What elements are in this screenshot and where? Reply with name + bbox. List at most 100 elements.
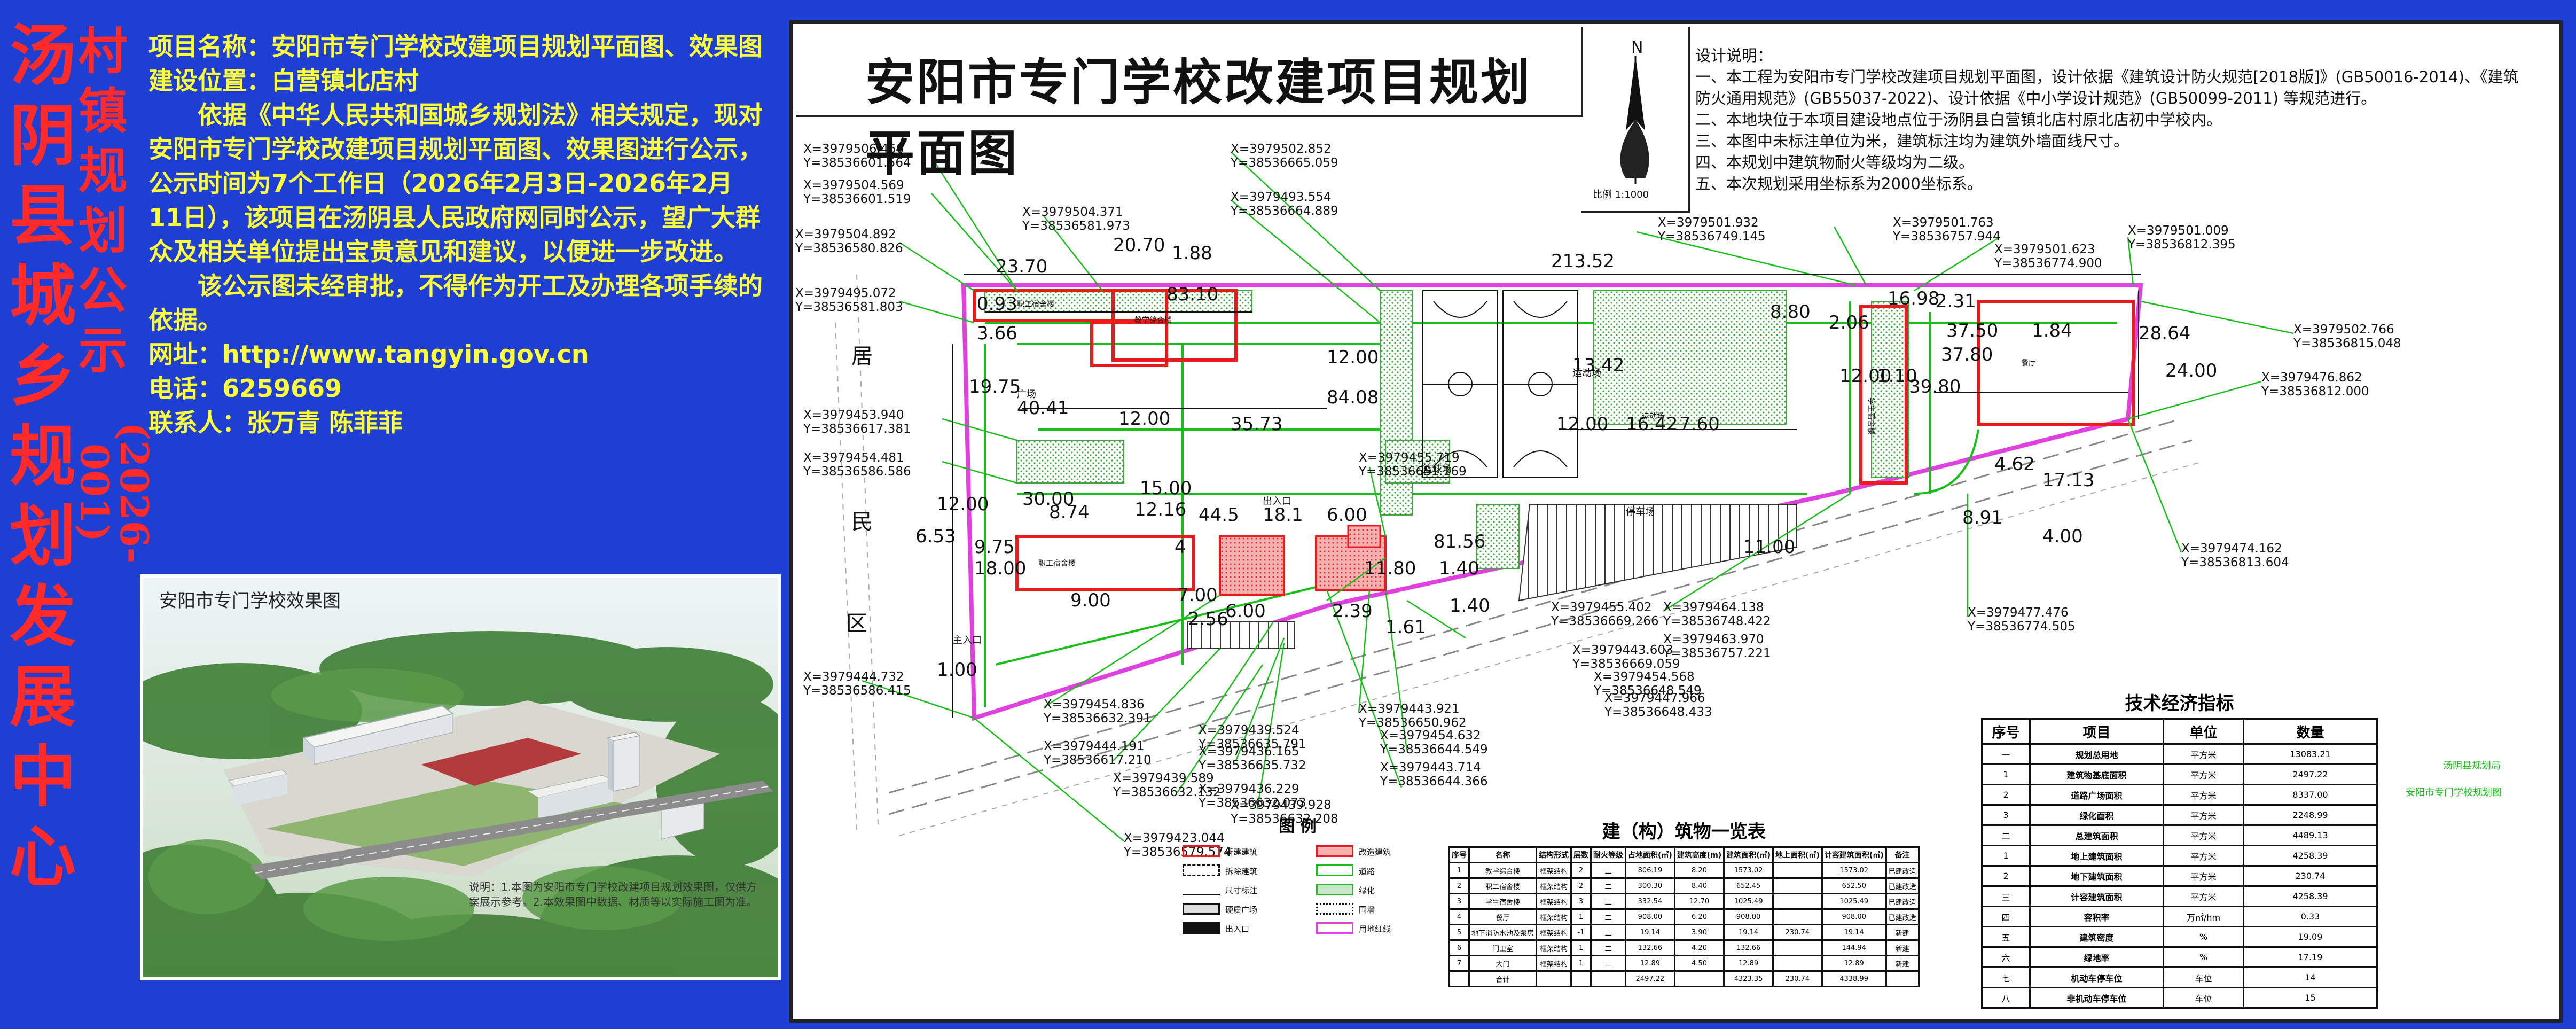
table-cell [1885,970,1920,987]
table-cell: 6 [1448,939,1470,956]
stamp-line-1: 汤阴县规划局 [2443,760,2501,771]
dimension-label: 12.00 [1556,414,1609,435]
table-cell [1448,970,1470,987]
notice-paragraph-2: 该公示图未经审批，不得作为开工及办理各项手续的依据。 [148,271,763,334]
eco-table-header: 数量 [2243,718,2378,745]
svg-text:N: N [1631,38,1643,57]
building-table-title: 建（构）筑物一览表 [1602,821,1766,843]
table-cell: 建筑密度 [2029,926,2164,948]
dimension-label: 13.42 [1572,355,1625,376]
table-cell: 车位 [2163,987,2244,1009]
coordinate-x: X=3979454.836 [1044,698,1145,712]
legend-label: 围墙 [1359,905,1375,915]
vertical-title-char: 乡 [10,338,76,415]
notice-paragraph-1: 依据《中华人民共和国城乡规划法》相关规定，现对安阳市专门学校改建项目规划平面图、… [148,100,763,266]
area-label: 广场 [1017,389,1036,400]
table-cell: -1 [1570,924,1592,941]
table-cell: 1025.49 [1723,893,1774,910]
residential-label: 区 [846,611,867,636]
vertical-title-notice: 村镇规划公示(2026-001) [72,21,157,716]
legend-swatch [1316,903,1353,915]
table-cell: 二 [1981,824,2031,846]
vertical-title-char: 划 [10,498,76,575]
parking-area [1187,504,1797,649]
area-label: 篮球场 [1423,464,1452,475]
coordinate-x: X=3979504.892 [795,228,896,241]
table-cell: 已建改造 [1885,862,1920,879]
effect-description: 说明：1.本图为安阳市专门学校改建项目规划效果图，仅供方案展示参考。2.本效果图… [469,880,757,908]
table-cell: 17.19 [2243,946,2378,968]
phone-number: 电话：6259669 [148,374,342,403]
svg-text:职工宿舍楼: 职工宿舍楼 [1017,300,1054,309]
table-cell: 平方米 [2163,804,2244,826]
table-cell: 框架结构 [1536,939,1572,956]
coordinate-x: X=3979504.371 [1022,205,1123,219]
legend-label: 用地红线 [1359,924,1391,934]
coordinate-x: X=3979443.921 [1359,702,1460,716]
table-cell: 新建 [1885,939,1920,956]
coordinate-y: Y=38536632.073 [1199,796,1306,810]
coordinate-y: Y=38536648.433 [1604,705,1712,719]
table-cell: 已建改造 [1885,877,1920,894]
table-cell: 餐厅 [1468,908,1538,925]
table-cell [1772,893,1823,910]
stamp-line-2: 安阳市专门学校规划图 [2406,787,2502,798]
table-cell: 已建改造 [1885,893,1920,910]
table-cell: 职工宿舍楼 [1468,877,1538,894]
dimension-label: 7.00 [1177,584,1218,606]
table-cell: 二 [1590,908,1627,925]
dimension-label: 17.13 [2042,470,2095,491]
coordinate-x: X=3979501.932 [1658,216,1759,230]
vertical-sub-char: 公 [78,262,128,319]
table-cell: 地下消防水池及泵房 [1468,924,1538,941]
table-cell: 1 [1570,955,1592,972]
table-cell: 2 [1981,865,2031,887]
table-cell: 框架结构 [1536,955,1572,972]
coordinate-y: Y=38536632.132 [1113,785,1221,799]
coordinate-x: X=3979464.138 [1663,601,1764,614]
table-cell: 道路广场面积 [2029,784,2164,806]
economic-indicators-title: 技术经济指标 [2125,693,2234,714]
table-cell: 4 [1448,908,1470,925]
legend-swatch [1183,903,1220,915]
dimension-label: 0.93 [977,293,1017,315]
svg-text:职工宿舍楼: 职工宿舍楼 [1038,559,1076,568]
dimension-label: 4.62 [1994,454,2035,475]
coordinate-y: Y=38536757.221 [1663,646,1771,660]
dimension-label: 11.80 [1364,558,1416,579]
notice-number: (2026-001) [72,422,157,564]
table-cell: 132.66 [1723,939,1774,956]
vertical-sub-char: 示 [78,322,128,379]
dimension-label: 18.1 [1263,504,1303,526]
table-cell: 908.00 [1625,908,1675,925]
table-cell: 1 [1981,763,2031,785]
site-plan-drawing: N [835,38,2294,841]
svg-text:餐厅: 餐厅 [2021,359,2036,368]
table-cell: 教学综合楼 [1468,862,1538,879]
building-table-header: 建筑高度(m) [1673,846,1725,863]
table-cell: 6.20 [1673,908,1725,925]
table-cell: 2 [1570,877,1592,894]
dimension-label: 37.80 [1941,344,1993,365]
dimension-label: 9.00 [1070,590,1111,611]
coordinate-x: X=3979455.402 [1551,601,1652,614]
table-cell: 144.94 [1821,939,1887,956]
table-cell: 12.89 [1625,955,1675,972]
legend-label: 道路 [1359,867,1375,876]
website-link[interactable]: 网址：http://www.tangyin.gov.cn [148,340,589,369]
dimension-label: 6.00 [1225,601,1266,622]
building-table-header: 备注 [1885,846,1920,863]
dimension-label: 28.64 [2139,323,2191,344]
table-cell [1673,970,1725,987]
vertical-title-char: 规 [10,418,76,495]
table-cell: 12.70 [1673,893,1725,910]
